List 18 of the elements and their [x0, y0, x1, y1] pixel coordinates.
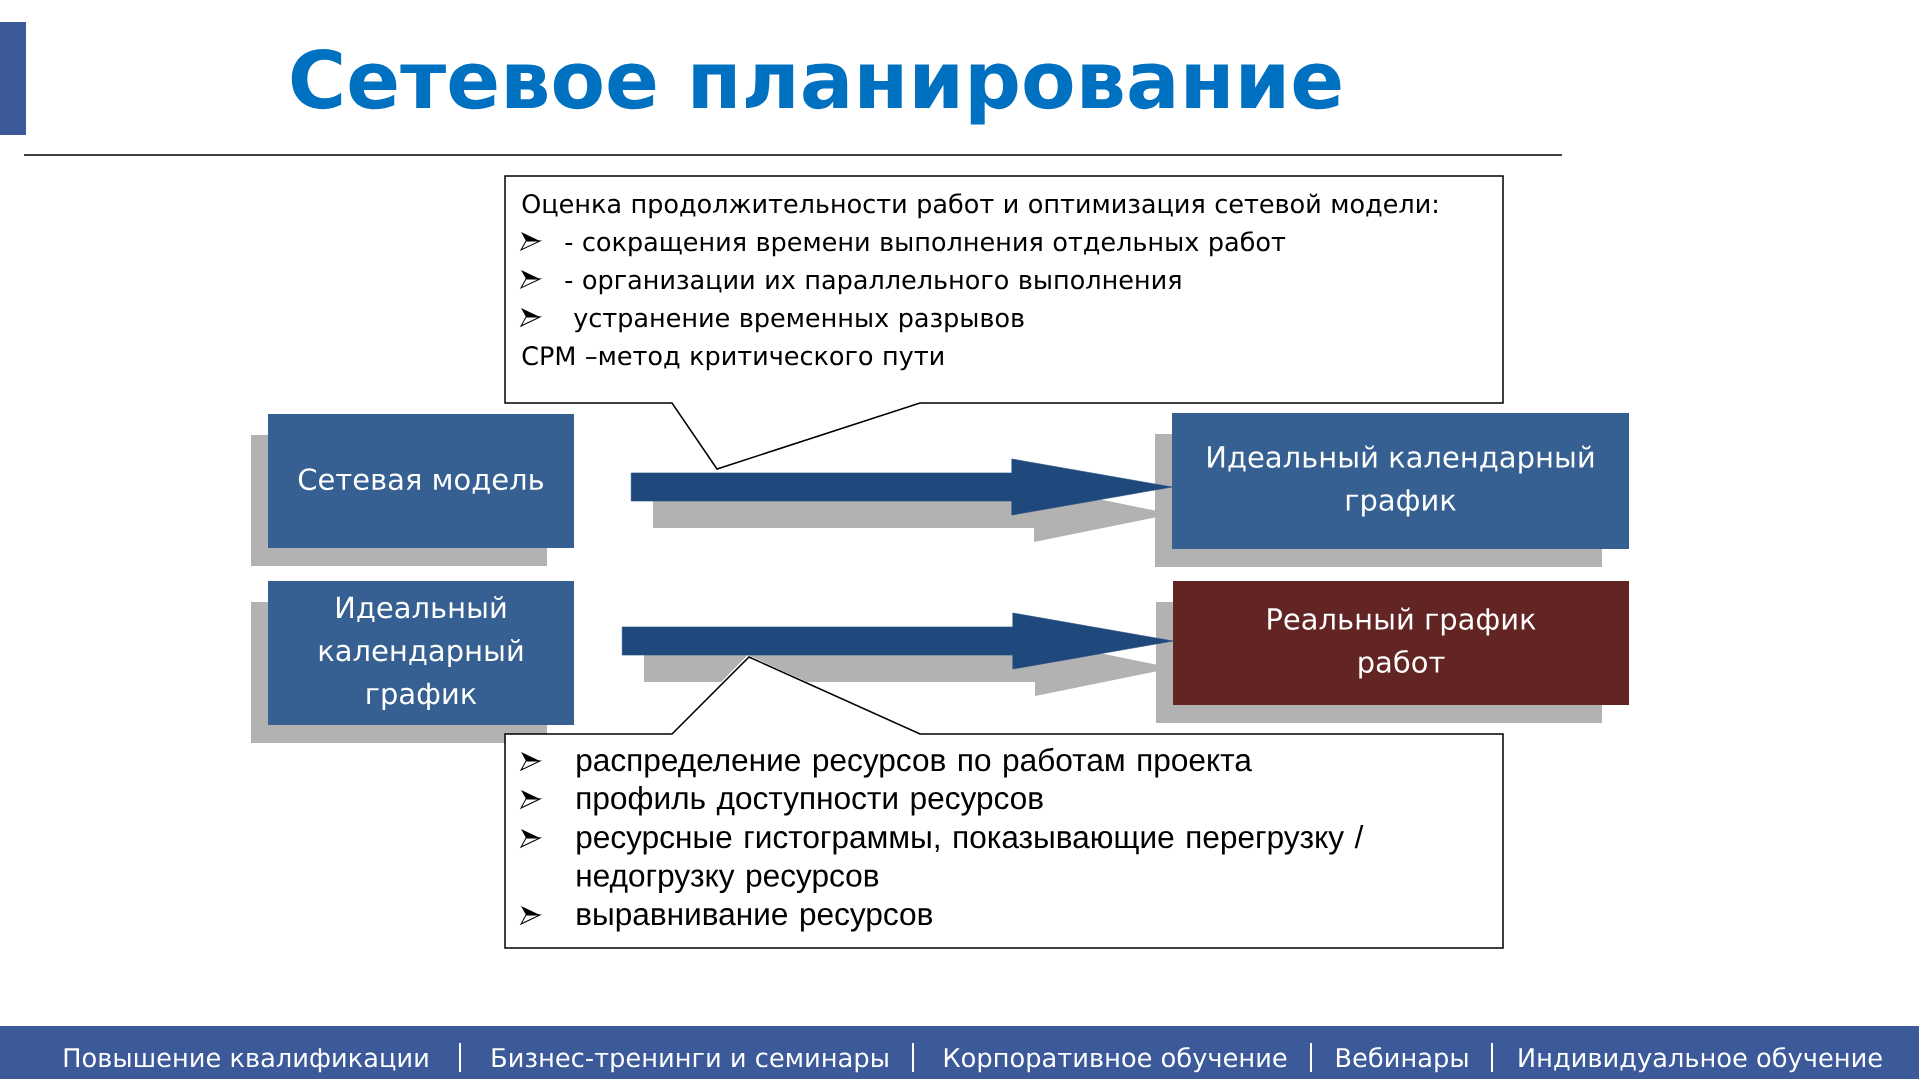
footer-text: Индивидуальное обучение [1519, 1047, 1882, 1073]
bullet-item: профиль доступности ресурсов [577, 786, 1043, 816]
process-box: Идеальный календарный график [1172, 413, 1629, 549]
bullet-item: - организации их параллельного выполнения [565, 274, 1181, 295]
callout-heading: Оценка продолжительности работ и оптимизация сетевой модели: [522, 193, 1437, 219]
footer-text: Вебинары [1336, 1047, 1468, 1073]
bullet-item: устранение временных разрывов [573, 312, 1024, 333]
title: Сетевое планирование [291, 49, 1341, 125]
process-box: Идеальный календарный график [268, 581, 574, 725]
process-box: Сетевая модель [268, 414, 574, 548]
bullet-item: - сокращения времени выполнения отдельных работ [565, 231, 1286, 257]
process-box: Реальный график работ [1173, 581, 1629, 705]
bullet-item: выравнивание ресурсов [577, 908, 933, 932]
footer-text: Бизнес-тренинги и семинары [492, 1048, 888, 1073]
bullet-item: распределение ресурсов по работам проекта [577, 747, 1252, 778]
callout-note: CPM –метод критического пути [522, 346, 943, 371]
footer-text: Корпоративное обучение [944, 1047, 1287, 1073]
footer-text: Повышение квалификации [64, 1048, 428, 1073]
